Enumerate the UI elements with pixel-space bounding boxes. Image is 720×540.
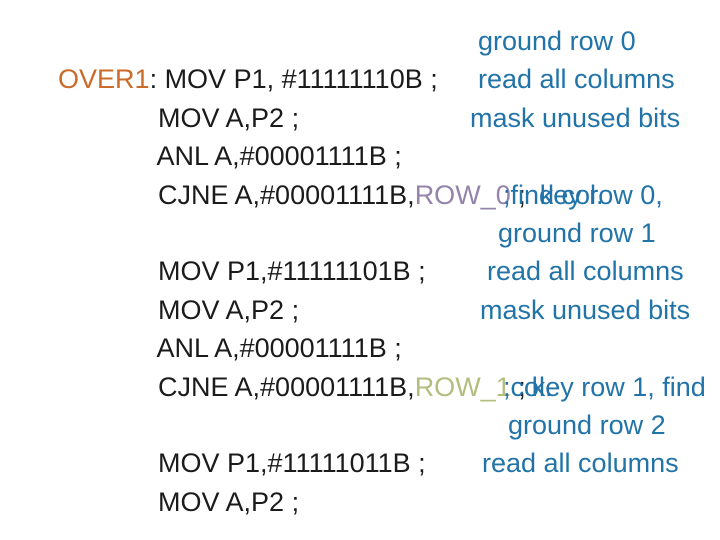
semicolon-separator: ;	[510, 179, 526, 210]
semicolon-separator: ;	[510, 371, 526, 402]
code-line-9: CJNE A,#00001111B,ROW_1 ;key row 1, find	[0, 329, 720, 402]
comment-find-col: ;find col.	[503, 179, 604, 210]
code-line-6: MOV P1,#11111101B ; ground row 1	[0, 214, 720, 286]
comment-mask-unused-bits: mask unused bits	[470, 102, 681, 133]
instruction-anl-mask: ANL A,#00001111B ;	[156, 141, 402, 172]
comment-read-all-columns: read all columns	[482, 448, 679, 479]
comment-ground-row-2: ground row 2	[508, 409, 666, 440]
instruction-mov-a-p2: MOV A,P2 ;	[158, 102, 300, 133]
jump-target-row-1: ROW_1	[414, 371, 511, 402]
instruction-mov-a-p2: MOV A,P2 ;	[158, 294, 300, 325]
code-line-5: ;find col.	[0, 176, 720, 214]
comment-key-row-1: key row 1, find	[531, 371, 706, 402]
instruction-mov-p1-row0: : MOV P1, #11111110B ;	[149, 64, 438, 95]
code-line-1: OVER1: MOV P1, #11111110B ; ground row 0	[0, 22, 720, 94]
comment-key-row-0: key row 0,	[539, 179, 663, 210]
code-line-3: ANL A,#00001111B ; mask unused bits	[0, 99, 720, 171]
instruction-anl-mask: ANL A,#00001111B ;	[156, 333, 402, 364]
routine-label-over1: OVER1	[58, 64, 150, 95]
code-line-4: CJNE A,#00001111B,ROW_0 ; key row 0,	[0, 137, 720, 210]
comment-col: ;col.	[503, 371, 553, 402]
comment-read-all-columns: read all columns	[478, 64, 675, 95]
instruction-cjne-row1: CJNE A,#00001111B,	[158, 371, 415, 402]
instruction-cjne-row0: CJNE A,#00001111B,	[158, 179, 415, 210]
code-line-8: ANL A,#00001111B ; mask unused bits	[0, 291, 720, 363]
code-line-2: MOV A,P2 ; read all columns	[0, 60, 720, 132]
instruction-mov-p1-row1: MOV P1,#11111101B ;	[158, 256, 426, 287]
instruction-mov-p1-row2: MOV P1,#11111011B ;	[158, 448, 426, 479]
comment-mask-unused-bits: mask unused bits	[480, 294, 691, 325]
code-line-10: ;col.	[0, 368, 720, 406]
code-line-12: MOV A,P2 ; read all columns	[0, 444, 720, 516]
code-line-7: MOV A,P2 ; read all columns	[0, 252, 720, 324]
code-line-11: MOV P1,#11111011B ; ground row 2	[0, 406, 720, 478]
comment-ground-row-0: ground row 0	[478, 26, 636, 56]
instruction-mov-a-p2: MOV A,P2 ;	[158, 486, 300, 517]
comment-read-all-columns: read all columns	[487, 256, 684, 287]
jump-target-row-0: ROW_0	[414, 179, 511, 210]
comment-ground-row-1: ground row 1	[498, 217, 656, 248]
